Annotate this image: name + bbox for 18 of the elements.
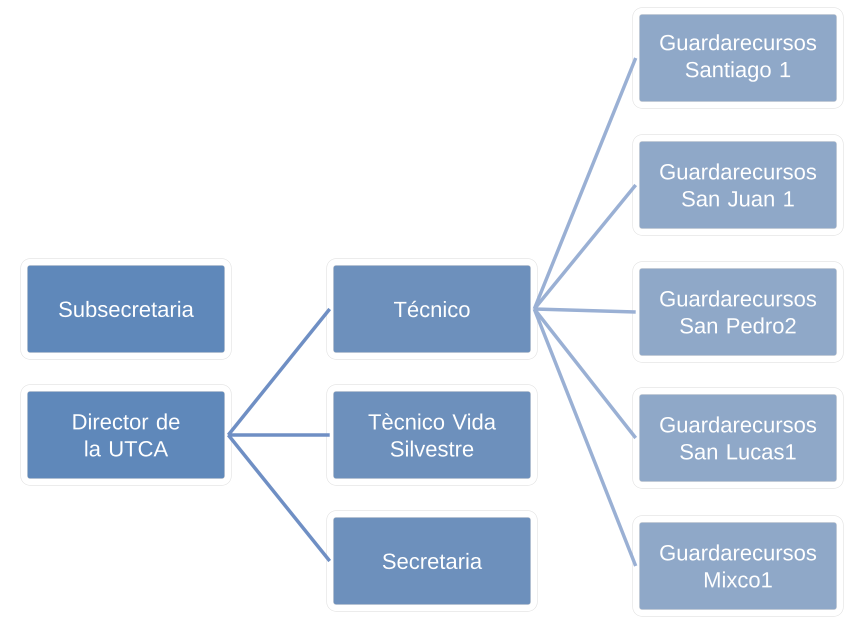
- org-box: Guardarecursos Santiago 1: [632, 7, 844, 109]
- org-box: Técnico: [326, 258, 538, 360]
- connector-line: [532, 308, 638, 567]
- org-box: Guardarecursos San Pedro2: [632, 261, 844, 363]
- org-box: Director de la UTCA: [20, 384, 232, 486]
- org-box: Secretaria: [326, 510, 538, 612]
- connector-line: [532, 57, 638, 310]
- connector-line: [226, 434, 332, 562]
- org-box: Guardarecursos San Juan 1: [632, 134, 844, 236]
- connector-line: [532, 308, 638, 440]
- connector-line: [226, 308, 332, 436]
- org-box: Subsecretaria: [20, 258, 232, 360]
- org-box: Guardarecursos Mixco1: [632, 515, 844, 617]
- connector-line: [228, 433, 330, 437]
- org-box: Tècnico Vida Silvestre: [326, 384, 538, 486]
- connector-line: [534, 307, 636, 314]
- connector-line: [532, 184, 638, 310]
- org-box: Guardarecursos San Lucas1: [632, 387, 844, 489]
